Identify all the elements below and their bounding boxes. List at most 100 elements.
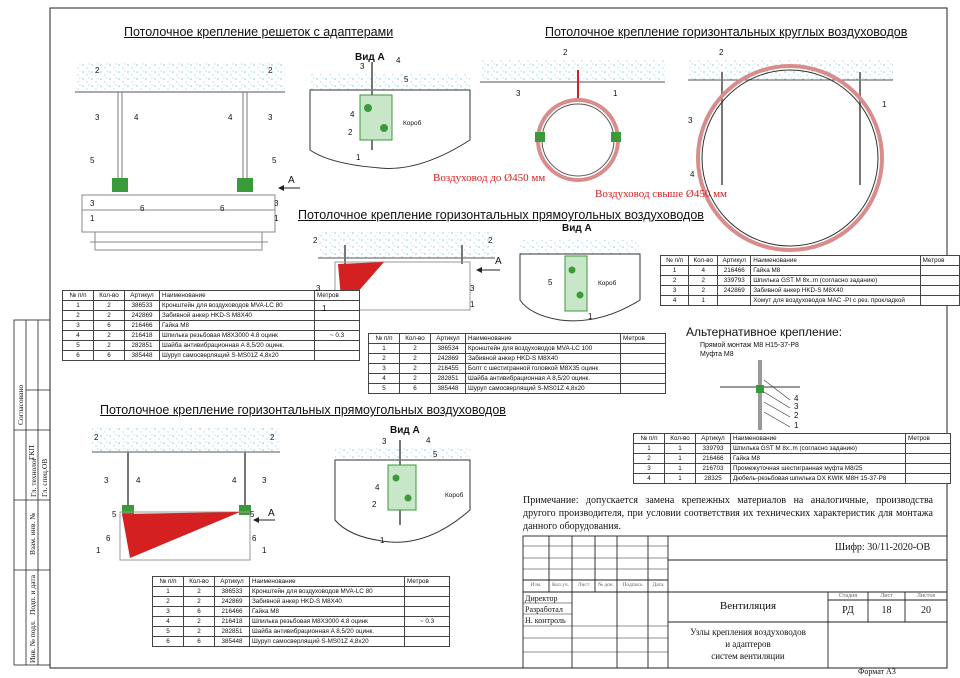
table-cell <box>404 596 450 607</box>
table-cell <box>919 295 960 306</box>
alt-line-1: Прямой монтаж М8 Н15-37-Р8 <box>700 342 799 349</box>
table-cell: Шуруп самосверлящий S-MS01Z 4,8x20 <box>159 350 315 361</box>
table-cell: 5 <box>152 626 184 637</box>
table-cell: 2 <box>399 343 431 354</box>
callout-number: 3 <box>104 476 109 485</box>
section-title-round: Потолочное крепление горизонтальных круг… <box>545 25 908 39</box>
column-header: Артикул <box>430 333 466 344</box>
table-cell: 339793 <box>717 275 752 286</box>
table-cell: 282851 <box>430 373 466 384</box>
callout-number: 3 <box>470 284 475 293</box>
callout-number: 4 <box>396 56 401 65</box>
table-cell <box>620 373 666 384</box>
column-header: Метров <box>314 290 360 301</box>
callout-number: 1 <box>380 536 385 545</box>
callout-number: 4 <box>136 476 141 485</box>
table-cell: 4 <box>62 330 94 341</box>
table-cell: Шпилька резьбовая M8X3000 4.8 оцинк <box>159 330 315 341</box>
table-cell: Кронштейн для воздуховодов MVA-LC 80 <box>249 586 405 597</box>
paper-format: Формат А3 <box>858 667 896 676</box>
role-norm-control: Н. контроль <box>525 616 566 625</box>
description-line: систем вентиляции <box>711 651 785 661</box>
table-cell: 2 <box>183 586 215 597</box>
column-header: № п/п <box>368 333 400 344</box>
table-cell: 1 <box>368 343 400 354</box>
description-line: и адаптеров <box>725 639 771 649</box>
grille-view-a-drawing <box>309 62 471 169</box>
table-cell: 2 <box>368 353 400 364</box>
table-cell <box>404 636 450 647</box>
revision-column-header: Кол.уч. <box>551 582 570 588</box>
table-cell: 28325 <box>695 473 731 484</box>
callout-number: 3 <box>360 62 365 71</box>
table-cell: 1 <box>664 463 696 474</box>
table-cell: 4 <box>633 473 665 484</box>
callout-number: 6 <box>252 534 257 543</box>
callout-number: 1 <box>262 546 267 555</box>
rect-duct-view-a-drawing-1 <box>519 240 641 322</box>
table-cell: 1 <box>633 443 665 454</box>
callout-number: 1 <box>794 421 799 430</box>
table-cell: 2 <box>659 275 690 286</box>
table-cell: 2 <box>688 285 719 296</box>
table-cell: 282851 <box>124 340 160 351</box>
table-cell: 282851 <box>214 626 250 637</box>
callout-number: 1 <box>322 304 327 313</box>
table-cell: Гайка М8 <box>249 606 405 617</box>
callout-number: 1 <box>588 312 593 321</box>
callout-number: 3 <box>382 437 387 446</box>
column-header: Кол-во <box>399 333 431 344</box>
table-cell: Болт с шестигранной головкой M8X35 оцинк <box>465 363 621 374</box>
table-cell: 1 <box>688 295 719 306</box>
view-a-label: Вид А <box>355 52 385 63</box>
callout-number: 5 <box>433 450 438 459</box>
callout-number: 2 <box>268 66 273 75</box>
table-cell: 3 <box>368 363 400 374</box>
column-header: Кол-во <box>688 255 719 266</box>
table-cell: Шуруп самосверлящий S-MS01Z 4,8x20 <box>465 383 621 394</box>
table-cell: Гайка М8 <box>159 320 315 331</box>
table-cell: Забивной анкер HKD-S M8X40 <box>249 596 405 607</box>
callout-number: 4 <box>426 436 431 445</box>
rect-duct-view-a-drawing-2 <box>334 440 471 543</box>
callout-number: 4 <box>794 394 799 403</box>
column-header: Кол-во <box>93 290 125 301</box>
table-cell: 6 <box>93 350 125 361</box>
table-cell: Кронштейн для воздуховодов MVA-LC 100 <box>465 343 621 354</box>
round-duct-small-drawing <box>480 60 665 182</box>
doc-code: Шифр: 30/11-2020-ОВ <box>835 542 931 553</box>
table-cell: 2 <box>93 300 125 311</box>
column-header: Кол-во <box>664 433 696 444</box>
table-cell: 2 <box>183 596 215 607</box>
callout-number: 6 <box>140 204 145 213</box>
table-cell: Хомут для воздуховодов MAC -PI с рез. пр… <box>750 295 921 306</box>
table-cell: 2 <box>152 596 184 607</box>
callout-number: 1 <box>882 100 887 109</box>
table-cell: 3 <box>152 606 184 617</box>
table-cell: 216418 <box>124 330 160 341</box>
table-cell: 242869 <box>124 310 160 321</box>
table-cell: Забивной анкер HKD-S M8X40 <box>159 310 315 321</box>
table-cell: 4 <box>688 265 719 276</box>
callout-number: 1 <box>613 89 618 98</box>
table-cell: 216466 <box>717 265 752 276</box>
box-label: Короб <box>403 120 422 127</box>
box-label: Короб <box>598 280 617 287</box>
table-cell: 386533 <box>214 586 250 597</box>
stamp-sign-date: Подп. и дата <box>28 574 37 615</box>
table-cell <box>905 463 951 474</box>
table-cell: 6 <box>152 636 184 647</box>
note-text: Примечание: допускается замена крепежных… <box>523 495 933 532</box>
